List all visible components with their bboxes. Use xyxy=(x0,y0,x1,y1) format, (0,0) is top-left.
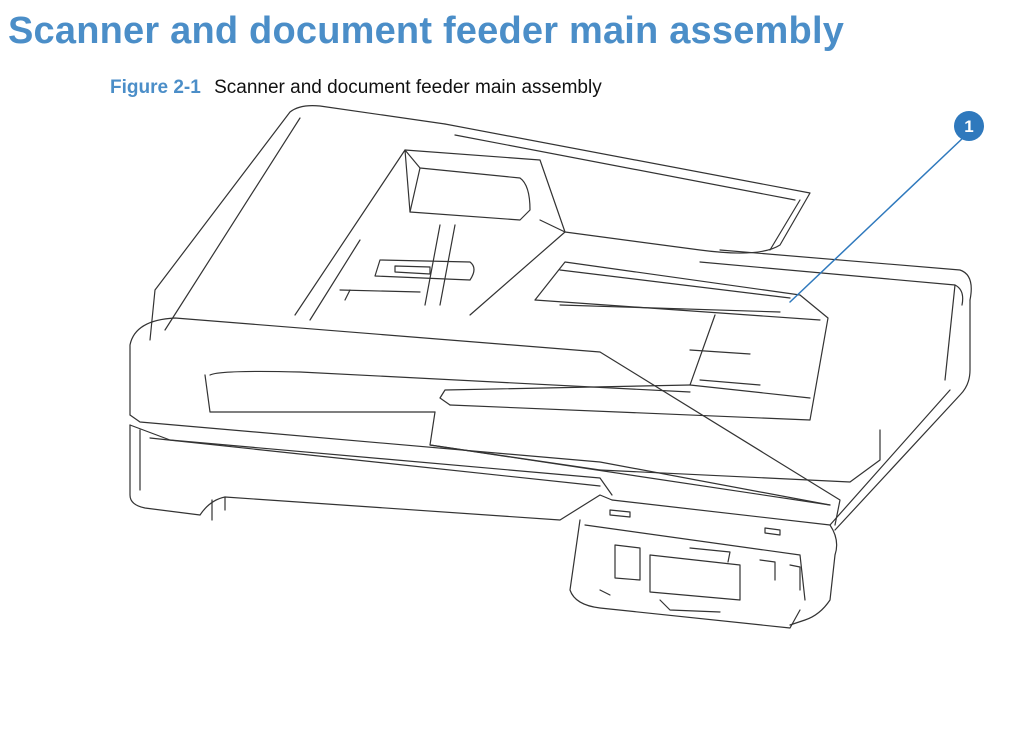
front-lip xyxy=(204,370,881,506)
callout-1-label: 1 xyxy=(964,117,973,136)
callout-1-marker: 1 xyxy=(954,111,984,141)
callout-leader-line xyxy=(789,135,966,303)
scanner-base xyxy=(129,299,971,626)
figure-number: Figure 2-1 xyxy=(110,77,201,98)
figure-caption: Figure 2-1 Scanner and document feeder m… xyxy=(110,77,602,99)
section-heading: Scanner and document feeder main assembl… xyxy=(8,10,845,52)
document-feeder-cover xyxy=(129,105,972,526)
hinge-connector-area xyxy=(569,509,806,629)
input-tray xyxy=(294,149,566,321)
output-tray xyxy=(439,261,829,421)
figure-caption-text: Scanner and document feeder main assembl… xyxy=(214,77,602,98)
